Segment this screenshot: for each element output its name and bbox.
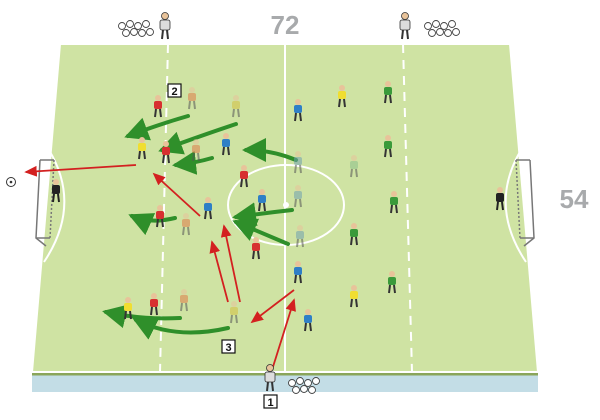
coach-icon [264,364,276,392]
player-icon [390,191,398,214]
coach-icon [399,12,411,40]
player-icon [124,297,132,320]
player-icon [304,309,312,332]
player-icon [294,261,302,284]
faded-players [180,87,358,324]
ball-pile-icon [118,20,154,37]
player-icon [252,237,260,260]
player-icon [192,139,200,162]
player-icon [294,185,302,208]
pass-arrow [152,172,201,217]
player-icon [350,155,358,178]
pass-arrow [271,298,296,371]
ball-icon [6,177,16,187]
coach-icon [159,12,171,40]
run-arrow [232,202,294,227]
ball-pile-icon [424,20,460,37]
player-icon [232,95,240,118]
step-marker-2: 2 [167,83,182,98]
player-icon [296,225,304,248]
player-icon [350,285,358,308]
pass-arrows [24,164,296,371]
player-icon [156,205,164,228]
run-arrow [124,114,190,141]
green-team [350,81,398,294]
run-arrows [102,114,298,340]
run-arrow [102,304,182,329]
player-icon [384,135,392,158]
player-icon [258,189,266,212]
player-icon [240,165,248,188]
yellow-team [124,85,358,320]
pitch-width-label: 54 [560,184,589,214]
run-arrow [242,138,298,163]
step-marker-3: 3 [221,339,236,354]
left-goal-icon [35,159,55,247]
player-icon [294,99,302,122]
player-icon [154,95,162,118]
player-icon [222,133,230,156]
run-arrow [172,150,214,175]
pitch-length-label: 72 [271,10,300,40]
player-icon [350,223,358,246]
step-label-2: 2 [171,86,177,98]
player-icon [384,81,392,104]
player-icon [162,141,170,164]
red-team [150,95,260,316]
pass-arrow [250,289,295,324]
pass-arrow [220,224,241,303]
blue-team [204,99,312,332]
ball-pile-icon [288,377,320,394]
right-goalkeeper [496,187,504,211]
player-icon [188,87,196,110]
step-label-3: 3 [225,342,231,354]
pass-arrow [209,240,229,303]
step-marker-1: 1 [263,394,278,409]
player-icon [180,289,188,312]
run-arrow [128,213,177,236]
run-arrow [232,218,290,246]
player-icon [150,293,158,316]
player-icon [388,271,396,294]
player-icon [338,85,346,108]
step-label-1: 1 [267,397,273,409]
right-goal-icon [515,159,535,247]
player-icon [138,137,146,160]
player-icon [294,151,302,174]
left-goalkeeper [52,179,60,203]
player-icon [204,197,212,220]
player-icon [230,301,238,324]
touchline-strip [32,374,538,392]
run-arrow [132,318,230,340]
player-icon [182,213,190,236]
pass-arrow [24,164,137,177]
